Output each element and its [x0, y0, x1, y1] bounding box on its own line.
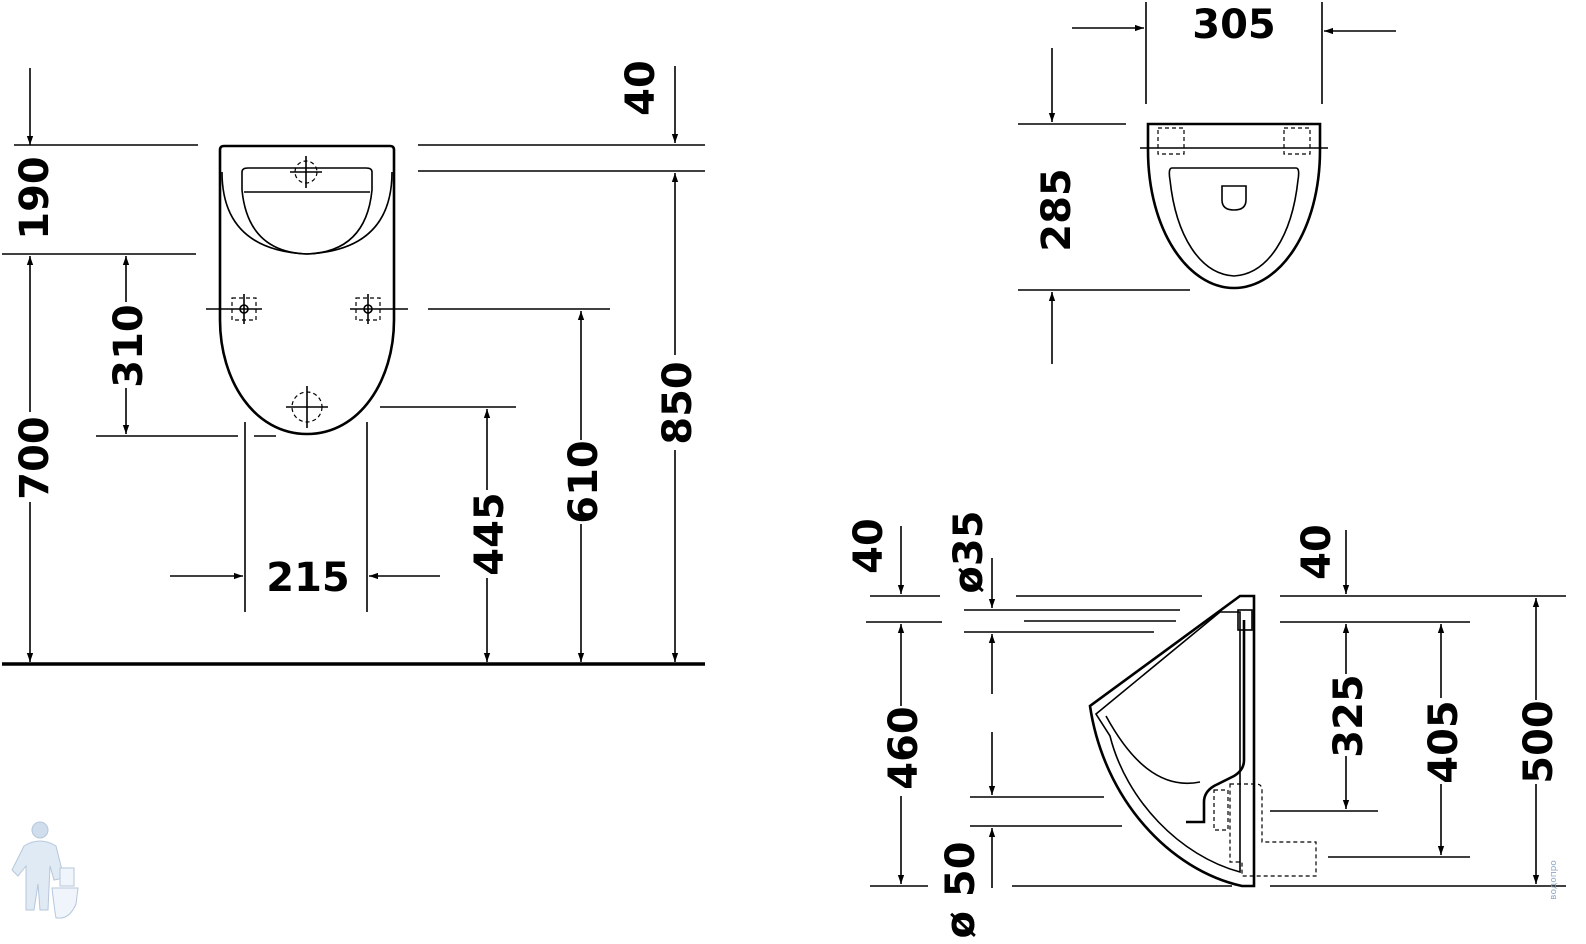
urinal-top-bowl — [1168, 167, 1300, 277]
dim-front-850: 850 — [655, 361, 701, 445]
urinal-top-outline — [1146, 122, 1322, 290]
side-view: 40 460 ø35 ø 50 40 325 405 500 — [846, 510, 1566, 939]
dim-front-190: 190 — [12, 156, 58, 240]
fixing-left-marker — [206, 294, 262, 324]
urinal-top-drain — [1221, 185, 1247, 211]
urinal-side-trap — [1186, 620, 1246, 824]
dim-side-325: 325 — [1326, 674, 1372, 758]
dim-top-285: 285 — [1034, 168, 1080, 252]
inlet-marker — [290, 156, 322, 188]
fixing-right-marker — [350, 294, 408, 324]
front-view: 190 700 310 215 445 610 850 40 — [2, 60, 705, 666]
urinal-front-outline — [218, 144, 396, 436]
dim-front-445: 445 — [467, 492, 513, 576]
dim-side-40-right: 40 — [1294, 524, 1340, 580]
urinal-side-outline — [1088, 594, 1256, 888]
dim-front-40: 40 — [618, 60, 664, 116]
dim-side-405: 405 — [1421, 700, 1467, 784]
dim-front-610: 610 — [561, 440, 607, 524]
dim-top-305: 305 — [1192, 2, 1276, 48]
dim-side-d50: ø 50 — [938, 841, 984, 938]
urinal-front-inner-rim — [241, 167, 373, 255]
outlet-pipe — [1229, 783, 1317, 877]
dim-side-460: 460 — [881, 706, 927, 790]
urinal-side-inner — [1094, 611, 1241, 874]
plumber-logo — [11, 821, 79, 919]
watermark-text: водопро — [1549, 860, 1559, 900]
dim-side-500: 500 — [1516, 700, 1562, 784]
outlet-marker — [286, 386, 328, 428]
dim-side-d35: ø35 — [946, 510, 992, 593]
dim-front-310: 310 — [106, 304, 152, 388]
dim-side-40-left: 40 — [846, 518, 892, 574]
dim-front-215: 215 — [266, 555, 350, 601]
top-view: 305 285 — [1018, 2, 1396, 364]
dim-front-700: 700 — [12, 416, 58, 500]
urinal-side-bowl — [1105, 715, 1201, 785]
